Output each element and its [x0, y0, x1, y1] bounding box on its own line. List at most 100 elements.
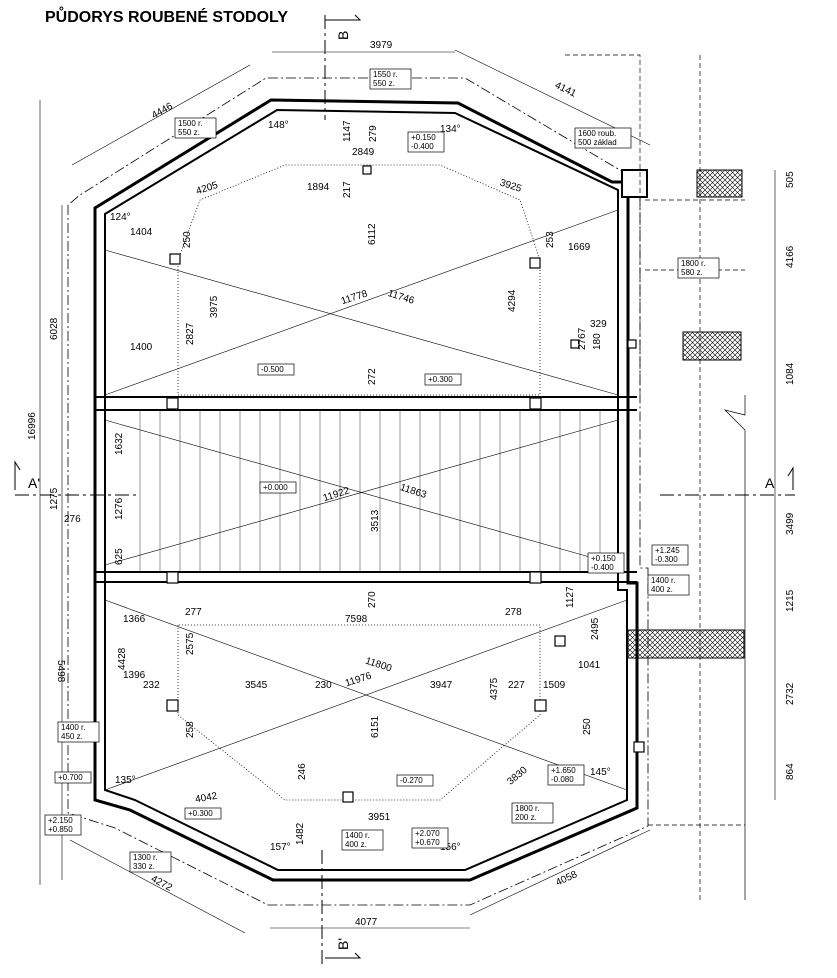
inner-dim: 1041 [578, 660, 601, 671]
inner-dim: 230 [315, 680, 332, 691]
level-text: 1600 roub. [578, 129, 616, 138]
angle-label: 148° [268, 120, 289, 131]
inner-dim: 2827 [185, 322, 196, 345]
inner-dim: 3947 [430, 680, 453, 691]
hall-walls [95, 396, 637, 583]
level-labels: 1550 r.550 z.1500 r.550 z.+0.150-0.40016… [44, 68, 720, 873]
inner-dim: 625 [114, 548, 125, 565]
inner-dim: 2575 [185, 632, 196, 655]
inner-dim: 4428 [117, 647, 128, 670]
posts [166, 165, 645, 803]
dim-bottom-left-diag: 4272 [149, 874, 174, 894]
dim-left-lower: 5498 [55, 660, 66, 683]
diagonals [104, 209, 628, 791]
inner-dim: 1632 [114, 432, 125, 455]
inner-dim: 253 [545, 231, 556, 248]
level-box [257, 363, 295, 376]
dim-left-upper: 6028 [49, 317, 60, 340]
inner-dim: 1400 [130, 342, 153, 353]
level-text: +0.300 [188, 809, 213, 818]
level-text: +2.150 [48, 816, 73, 825]
inner-dim: 270 [367, 591, 378, 608]
inner-dim: 272 [367, 368, 378, 385]
dim-left-total: 16996 [27, 412, 38, 440]
angle-label: 145° [590, 767, 611, 778]
inner-dim: 1276 [114, 497, 125, 520]
level-text: 1800 r. [681, 259, 705, 268]
hatched-wall-1 [696, 169, 743, 198]
level-text: +0.150 [591, 554, 616, 563]
dim-bottom: 4077 [355, 917, 378, 928]
level-text: 450 z. [61, 732, 83, 741]
dim-bottom-right-diag: 4058 [554, 869, 579, 889]
level-text: -0.400 [411, 142, 434, 151]
angle-label: 156° [440, 842, 461, 853]
inner-dim: 4205 [195, 180, 220, 197]
inner-dim: 279 [368, 125, 379, 142]
level-box [547, 764, 585, 786]
inner-dim: 11976 [344, 670, 374, 689]
level-text: -0.270 [400, 776, 423, 785]
inner-dim: 258 [185, 721, 196, 738]
level-text: +0.700 [58, 773, 83, 782]
angle-label: 124° [110, 212, 131, 223]
level-box [424, 373, 462, 386]
inner-dim: 232 [143, 680, 160, 691]
inner-dim: 250 [182, 231, 193, 248]
hatched-wall-2 [682, 331, 742, 361]
foundation-outline [67, 77, 649, 906]
level-text: 1800 r. [515, 804, 539, 813]
inner-dim: 277 [185, 607, 202, 618]
inner-dim: 4042 [194, 791, 218, 806]
level-text: 1400 r. [61, 723, 85, 732]
level-box [396, 774, 434, 787]
dim-left-gap: 1275 [49, 487, 60, 510]
level-text: 1400 r. [651, 576, 675, 585]
inner-dim: 227 [508, 680, 525, 691]
level-text: 550 z. [373, 79, 395, 88]
inner-dim: 1669 [568, 242, 591, 253]
section-arrows [14, 14, 794, 959]
level-box [677, 257, 720, 279]
dim-right-c: 1084 [785, 362, 796, 385]
inner-dim: 2495 [590, 617, 601, 640]
corner-block [621, 169, 648, 198]
level-box [647, 574, 690, 596]
inner-dim: 250 [582, 718, 593, 735]
level-text: 1500 r. [178, 119, 202, 128]
inner-dim: 1509 [543, 680, 566, 691]
level-text: +0.670 [415, 838, 440, 847]
section-label-a: A [765, 475, 775, 491]
level-text: -0.300 [655, 555, 678, 564]
section-label-b: B [335, 31, 351, 40]
level-box [259, 481, 297, 494]
level-box [57, 721, 100, 743]
inner-dim: 1147 [342, 120, 353, 142]
level-text: 580 z. [681, 268, 703, 277]
section-line-b [321, 15, 326, 965]
level-text: 550 z. [178, 128, 200, 137]
inner-dim: 11863 [399, 482, 429, 501]
level-text: -0.080 [551, 775, 574, 784]
outer-wall [93, 98, 639, 882]
level-text: -0.500 [261, 365, 284, 374]
inner-dimensions: 1147 279 2849 1894 217 4205 3925 1404 25… [64, 120, 607, 845]
inner-dim: 2767 [577, 327, 588, 350]
level-text: 400 z. [651, 585, 673, 594]
level-text: 200 z. [515, 813, 537, 822]
level-box [174, 117, 217, 139]
inner-dim: 217 [342, 181, 353, 198]
break-line [723, 395, 746, 900]
level-box [587, 552, 625, 574]
inner-dim: 3975 [209, 295, 220, 318]
dim-right-g: 864 [785, 763, 796, 780]
dim-right-f: 2732 [785, 682, 796, 705]
angle-label: 134° [440, 124, 461, 135]
dim-top: 3979 [370, 40, 393, 51]
level-box [129, 851, 172, 873]
angle-label: 157° [270, 842, 291, 853]
level-text: 500 základ [578, 138, 617, 147]
inner-dim: 3830 [505, 765, 529, 788]
dim-top-right-diag: 4141 [553, 80, 578, 100]
